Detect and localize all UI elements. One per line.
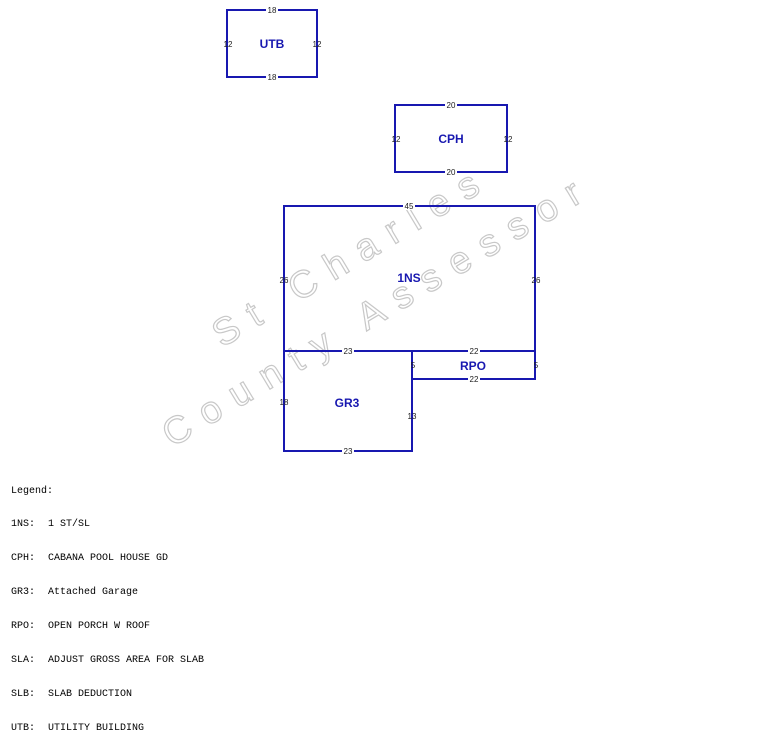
legend-code: UTB: xyxy=(11,722,36,734)
utb-dim-top: 18 xyxy=(268,6,277,15)
legend-item-gr3: GR3: Attached Garage xyxy=(11,587,204,598)
legend-code: SLB: xyxy=(11,688,36,700)
gr3-label: GR3 xyxy=(335,396,360,410)
utb-label: UTB xyxy=(260,37,285,51)
legend-code: RPO: xyxy=(11,621,36,633)
legend-desc: ADJUST GROSS AREA FOR SLAB xyxy=(48,655,205,667)
legend-item-cph: CPH: CABANA POOL HOUSE GD xyxy=(11,553,204,564)
legend-desc: Attached Garage xyxy=(48,587,139,599)
legend-code: 1NS: xyxy=(11,519,36,531)
legend-desc: OPEN PORCH W ROOF xyxy=(48,621,151,633)
legend-code: GR3: xyxy=(11,587,36,599)
1ns-dim-top: 45 xyxy=(405,202,414,211)
cph-dim-left: 12 xyxy=(392,135,401,144)
gr3-dim-left: 18 xyxy=(280,398,289,407)
rpo-dim-left: 5 xyxy=(411,361,416,370)
area-rpo: RPO 22 22 5 5 xyxy=(411,347,539,384)
floor-plan-sketch: St Charles County Assessor UTB 18 18 12 … xyxy=(154,6,602,456)
legend-desc: UTILITY BUILDING xyxy=(48,722,145,734)
legend-desc: CABANA POOL HOUSE GD xyxy=(48,553,169,565)
rpo-label: RPO xyxy=(460,359,486,373)
legend-item-slb: SLB: SLAB DEDUCTION xyxy=(11,689,204,700)
cph-label: CPH xyxy=(438,132,463,146)
legend-title: Legend: xyxy=(11,485,54,497)
rpo-dim-top: 22 xyxy=(470,347,479,356)
legend-item-utb: UTB: UTILITY BUILDING xyxy=(11,723,204,734)
gr3-dim-bottom: 23 xyxy=(344,447,353,456)
gr3-dim-top: 23 xyxy=(344,347,353,356)
gr3-dim-right: 13 xyxy=(408,412,417,421)
legend-code: SLA: xyxy=(11,655,36,667)
area-gr3: GR3 23 23 18 13 xyxy=(280,347,417,456)
utb-dim-right: 12 xyxy=(313,40,322,49)
legend: Legend: 1NS: 1 ST/SL CPH: CABANA POOL HOUS… xyxy=(11,463,204,745)
1ns-dim-left: 26 xyxy=(280,276,289,285)
1ns-label: 1NS xyxy=(397,271,420,285)
utb-dim-left: 12 xyxy=(224,40,233,49)
cph-dim-right: 12 xyxy=(504,135,513,144)
rpo-dim-bottom: 22 xyxy=(470,375,479,384)
rpo-dim-right: 5 xyxy=(534,361,539,370)
cph-dim-top: 20 xyxy=(447,101,456,110)
legend-desc: SLAB DEDUCTION xyxy=(48,688,133,700)
legend-item-sla: SLA: ADJUST GROSS AREA FOR SLAB xyxy=(11,655,204,666)
legend-item-1ns: 1NS: 1 ST/SL xyxy=(11,519,204,530)
cph-dim-bottom: 20 xyxy=(447,168,456,177)
legend-desc: 1 ST/SL xyxy=(48,519,91,531)
area-cph: CPH 20 20 12 12 xyxy=(392,101,513,177)
area-utb: UTB 18 18 12 12 xyxy=(224,6,322,82)
legend-item-rpo: RPO: OPEN PORCH W ROOF xyxy=(11,621,204,632)
legend-code: CPH: xyxy=(11,553,36,565)
utb-dim-bottom: 18 xyxy=(268,73,277,82)
1ns-dim-right: 26 xyxy=(532,276,541,285)
